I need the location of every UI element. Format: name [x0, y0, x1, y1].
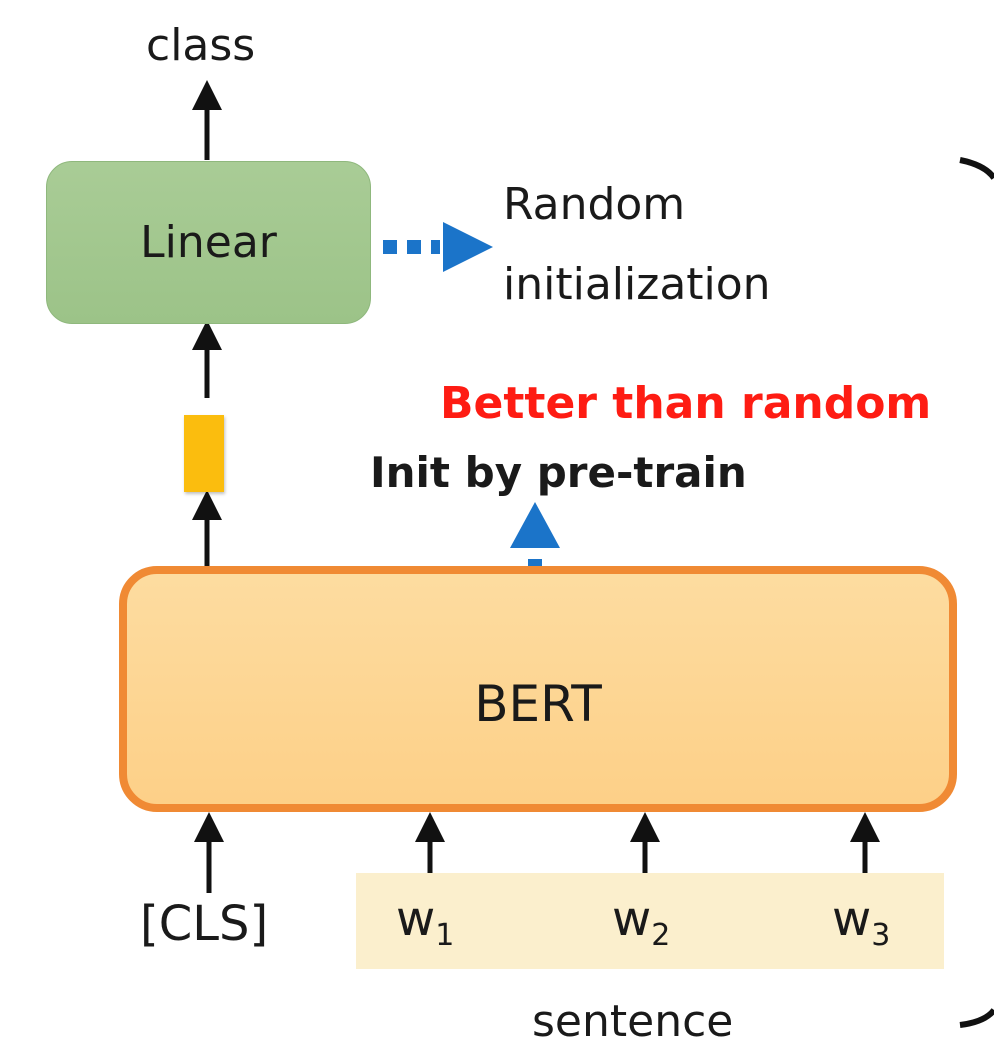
token-w2-base: w: [612, 891, 652, 947]
token-w3-sub: 3: [871, 918, 891, 953]
random-init-line2: initialization: [503, 259, 771, 310]
sentence-highlight: [356, 873, 944, 969]
better-than-random-label: Better than random: [440, 378, 932, 429]
dotted-arrow-pretrain-head: [510, 502, 560, 548]
token-w2-sub: 2: [651, 918, 671, 953]
cls-embedding-vector: [184, 415, 224, 492]
brace-bottom: [959, 1008, 994, 1028]
cls-token: [CLS]: [140, 896, 269, 952]
linear-label: Linear: [140, 216, 277, 268]
linear-layer-box: Linear: [46, 161, 371, 324]
output-class-label: class: [146, 20, 256, 71]
init-by-pretrain-label: Init by pre-train: [370, 448, 747, 497]
token-w1-base: w: [396, 891, 436, 947]
bert-model-box: BERT: [119, 566, 957, 812]
token-w3-base: w: [832, 891, 872, 947]
sentence-label: sentence: [532, 996, 734, 1047]
random-init-line1: Random: [503, 179, 686, 230]
token-w3: w3: [832, 895, 890, 951]
dotted-arrow-random-init-head: [443, 222, 493, 272]
token-w2: w2: [612, 895, 670, 951]
token-w1: w1: [396, 895, 454, 951]
bert-label: BERT: [474, 675, 602, 733]
token-w1-sub: 1: [435, 918, 455, 953]
brace-top: [959, 157, 994, 180]
